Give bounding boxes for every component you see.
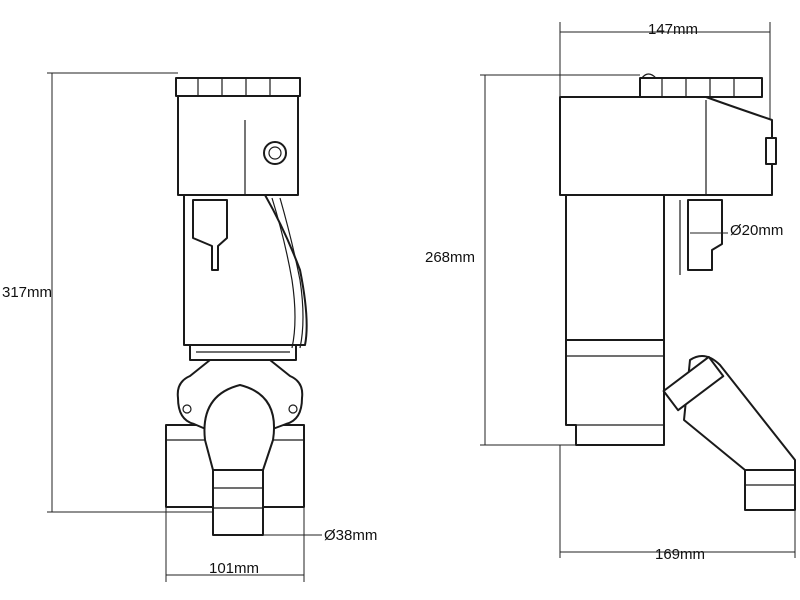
- front-elbow: [203, 384, 275, 471]
- outlet-diameter-label: Ø38mm: [324, 527, 377, 544]
- front-width-label: 101mm: [209, 560, 259, 577]
- front-view: [165, 77, 308, 536]
- front-top-cap: [175, 77, 301, 97]
- side-outlet-spigot: [744, 469, 796, 511]
- side-indicator-light: [765, 137, 777, 165]
- side-top-width-label: 147mm: [648, 21, 698, 38]
- front-outlet-spigot: [212, 469, 264, 536]
- front-height-label: 317mm: [2, 284, 52, 301]
- side-top-cap: [639, 77, 763, 98]
- side-dimensions: [480, 22, 796, 558]
- side-view: [559, 73, 796, 511]
- side-height-label: 268mm: [425, 249, 475, 266]
- front-switch-arm: [192, 199, 228, 271]
- side-bottom-width-label: 169mm: [655, 546, 705, 563]
- side-motor-body: [565, 194, 665, 341]
- side-inlet: [687, 199, 723, 271]
- inlet-diameter-label: Ø20mm: [730, 222, 783, 239]
- front-dimensions: [47, 72, 322, 582]
- front-indicator-light: [263, 141, 287, 165]
- side-head: [559, 96, 773, 196]
- side-outlet-flange: [662, 355, 725, 412]
